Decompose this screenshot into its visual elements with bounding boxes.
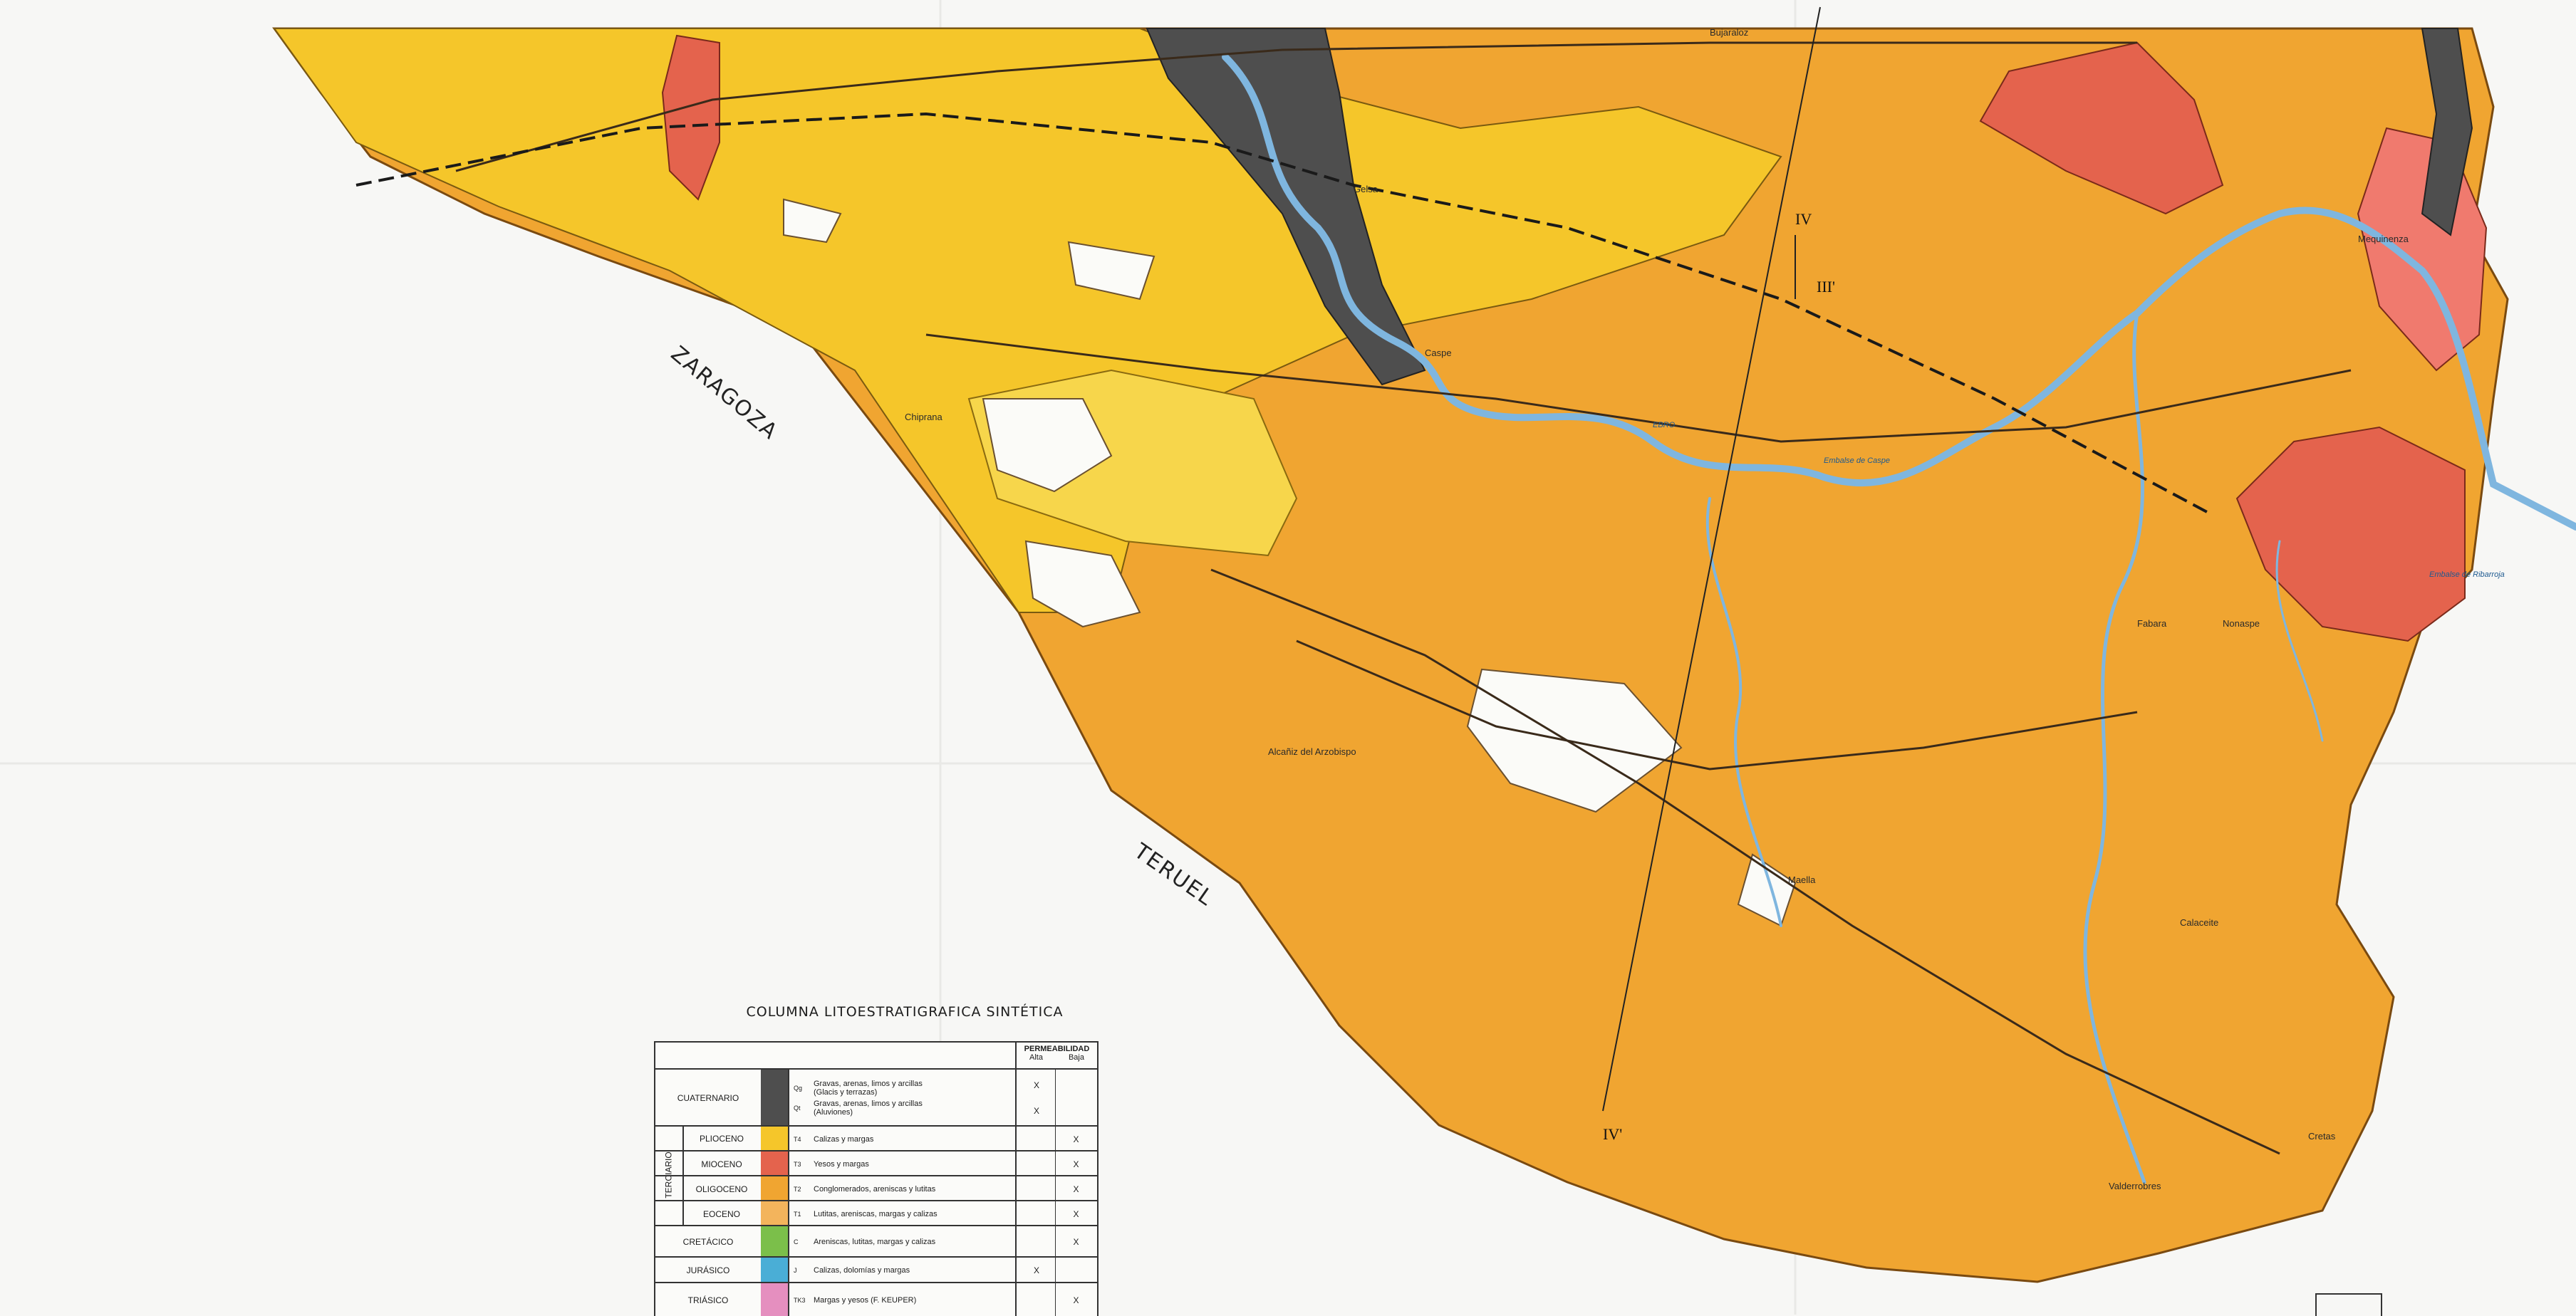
desc-eoceno: Lutitas, areniscas, margas y calizas [814, 1209, 938, 1218]
place-caspe: Caspe [1425, 348, 1452, 358]
scale-box [2315, 1293, 2382, 1316]
legend-row-cuaternario: CUATERNARIO Qg Gravas, arenas, limos y a… [655, 1068, 1097, 1127]
era-jurasico: JURÁSICO [655, 1258, 762, 1283]
alta-qg: X [1033, 1080, 1039, 1090]
era-triasico: TRIÁSICO [655, 1283, 762, 1316]
desc-triasico: Margas y yesos (F. KEUPER) [814, 1296, 917, 1305]
desc-oligoceno: Conglomerados, areniscas y lutitas [814, 1184, 936, 1194]
quaternary-patches [783, 198, 1797, 927]
code-qg: Qg [794, 1085, 803, 1092]
code-qt: Qt [794, 1104, 801, 1112]
rivers [1222, 53, 2576, 1184]
river-labels: EBRO Embalse de Caspe Embalse de Ribarro… [1653, 421, 2505, 579]
map-region-dark [1146, 28, 1426, 386]
era-cretacico: CRETÁCICO [655, 1226, 762, 1258]
place-valderrobres: Valderrobres [2109, 1181, 2161, 1191]
desc-plioceno: Calizas y margas [814, 1134, 874, 1144]
section-label-iii: III' [1817, 278, 1835, 296]
reservoir-ribarroja: Embalse de Ribarroja [2429, 570, 2505, 579]
desc-mioceno: Yesos y margas [814, 1159, 869, 1169]
map-region-yellow [273, 28, 1782, 613]
place-mequinenza: Mequinenza [2358, 234, 2409, 244]
province-label-zaragoza: ZARAGOZA [666, 341, 783, 444]
permeability-alta: Alta [1029, 1053, 1043, 1062]
place-calaceite: Calaceite [2180, 917, 2218, 928]
place-fabara: Fabara [2137, 618, 2167, 629]
place-maella: Maella [1788, 874, 1816, 885]
desc-qt-2: (Aluviones) [814, 1108, 853, 1117]
place-bujaraloz: Bujaraloz [1710, 27, 1748, 38]
desc-jurasico: Calizas, dolomías y margas [814, 1266, 910, 1275]
roads [455, 41, 2352, 1155]
place-gelsa: Gelsa [1354, 184, 1378, 194]
section-label-iv-bottom: IV' [1603, 1125, 1622, 1143]
section-label-iv-top: IV [1795, 210, 1812, 228]
swatch-cuaternario [761, 1070, 789, 1127]
map-region-red-east [2235, 426, 2466, 642]
reservoir-caspe: Embalse de Caspe [1824, 456, 1890, 465]
place-nonaspe: Nonaspe [2223, 618, 2260, 629]
legend-table: PERMEABILIDAD Alta Baja CUATERNARIO Qg G… [654, 1041, 1099, 1316]
era-oligoceno: OLIGOCENO [695, 1184, 748, 1194]
place-alcaniz: Alcañiz del Arzobispo [1268, 746, 1356, 757]
desc-cretacico: Areniscas, lutitas, margas y calizas [814, 1238, 936, 1246]
desc-qg-1: Gravas, arenas, limos y arcillas [814, 1080, 923, 1088]
place-labels: Caspe Nonaspe Fabara Maella Mequinenza A… [905, 27, 2409, 1191]
legend-title: COLUMNA LITOESTRATIGRAFICA SINTÉTICA [746, 1004, 1064, 1020]
era-eoceno: EOCENO [702, 1208, 740, 1219]
place-cretas: Cretas [2308, 1131, 2336, 1142]
place-chiprana: Chiprana [905, 412, 943, 422]
river-ebro: EBRO [1653, 421, 1676, 429]
era-cuaternario: CUATERNARIO [655, 1070, 762, 1127]
alta-qt: X [1033, 1106, 1039, 1116]
map-region-red-west [661, 34, 720, 201]
era-mioceno: MIOCENO [701, 1159, 742, 1169]
permeability-baja: Baja [1068, 1053, 1084, 1062]
section-lines [1602, 6, 1821, 1112]
railway [355, 112, 2209, 514]
map-region-dark-east [2421, 28, 2473, 236]
permeability-header: PERMEABILIDAD Alta Baja [1015, 1043, 1097, 1070]
desc-qt-1: Gravas, arenas, limos y arcillas [814, 1100, 923, 1108]
era-plioceno: PLIOCENO [699, 1133, 744, 1144]
permeability-title: PERMEABILIDAD [1024, 1045, 1090, 1053]
map-region-red-north [1979, 41, 2224, 215]
desc-qg-2: (Glacis y terrazas) [814, 1088, 878, 1097]
